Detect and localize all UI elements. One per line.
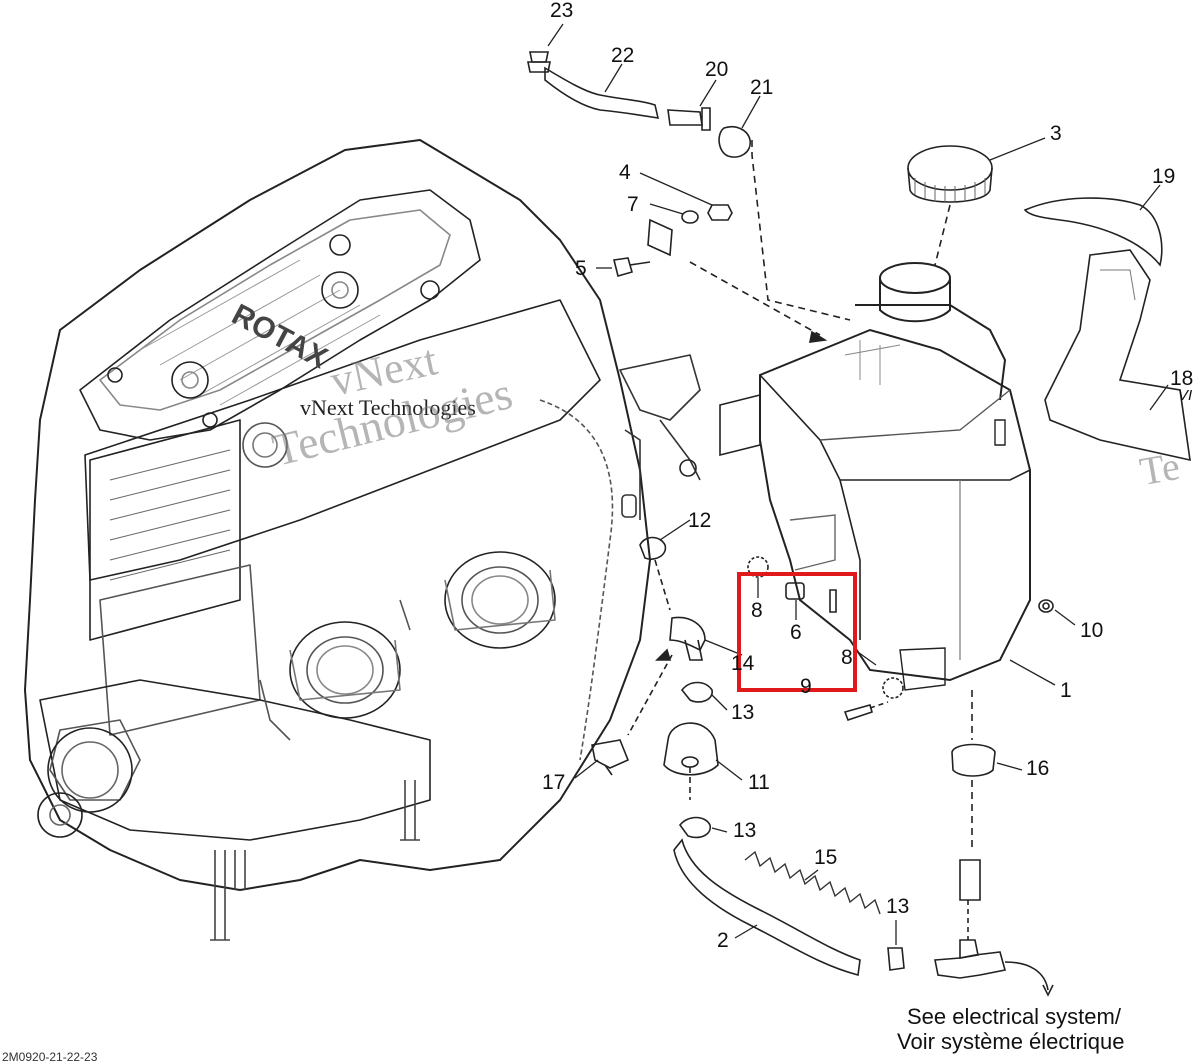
callout-11: 11 bbox=[748, 771, 770, 794]
leader-lines bbox=[547, 23, 1169, 945]
callout-8-upper: 8 bbox=[751, 599, 763, 622]
note-line-fr: Voir système électrique bbox=[897, 1029, 1125, 1054]
fastener-group bbox=[747, 556, 904, 722]
callout-10: 10 bbox=[1080, 619, 1104, 642]
callout-13-a: 13 bbox=[731, 701, 755, 724]
heat-shield bbox=[1023, 197, 1191, 462]
callout-12: 12 bbox=[688, 509, 712, 532]
coolant-reservoir bbox=[719, 262, 1031, 691]
callout-22: 22 bbox=[611, 44, 635, 67]
drawing-code: 2M0920-21-22-23 bbox=[2, 1050, 98, 1064]
callout-7: 7 bbox=[627, 193, 639, 216]
callout-6: 6 bbox=[790, 621, 802, 644]
callout-18-suffix: VI bbox=[1178, 387, 1193, 404]
bracket-hardware bbox=[613, 204, 828, 343]
callout-4: 4 bbox=[619, 161, 631, 184]
watermark-text: vNext Technologies bbox=[300, 395, 476, 420]
engine-illustration bbox=[24, 139, 701, 941]
callout-20: 20 bbox=[705, 58, 729, 81]
note-line-en: See electrical system/ bbox=[907, 1004, 1121, 1029]
callout-13-c: 13 bbox=[886, 895, 910, 918]
highlight-box bbox=[737, 572, 857, 692]
hose-assembly-top bbox=[527, 51, 851, 321]
callout-1: 1 bbox=[1060, 679, 1072, 702]
callout-2: 2 bbox=[717, 929, 729, 952]
callout-23: 23 bbox=[550, 0, 574, 22]
callout-14: 14 bbox=[731, 652, 755, 675]
callout-3: 3 bbox=[1050, 122, 1062, 145]
callout-15: 15 bbox=[814, 846, 838, 869]
callout-18: 18 bbox=[1170, 367, 1194, 390]
reservoir-cap bbox=[907, 145, 993, 266]
callout-8-lower: 8 bbox=[841, 646, 853, 669]
grommet-10 bbox=[1038, 599, 1054, 613]
callout-5: 5 bbox=[575, 257, 587, 280]
hose-assembly-bottom bbox=[591, 536, 1054, 997]
watermark-text-edge: Te bbox=[1136, 442, 1184, 495]
callout-19: 19 bbox=[1152, 165, 1176, 188]
callout-21: 21 bbox=[750, 76, 774, 99]
callout-13-b: 13 bbox=[733, 819, 757, 842]
callout-17: 17 bbox=[542, 771, 566, 794]
callout-9: 9 bbox=[800, 675, 812, 698]
callout-16: 16 bbox=[1026, 757, 1050, 780]
